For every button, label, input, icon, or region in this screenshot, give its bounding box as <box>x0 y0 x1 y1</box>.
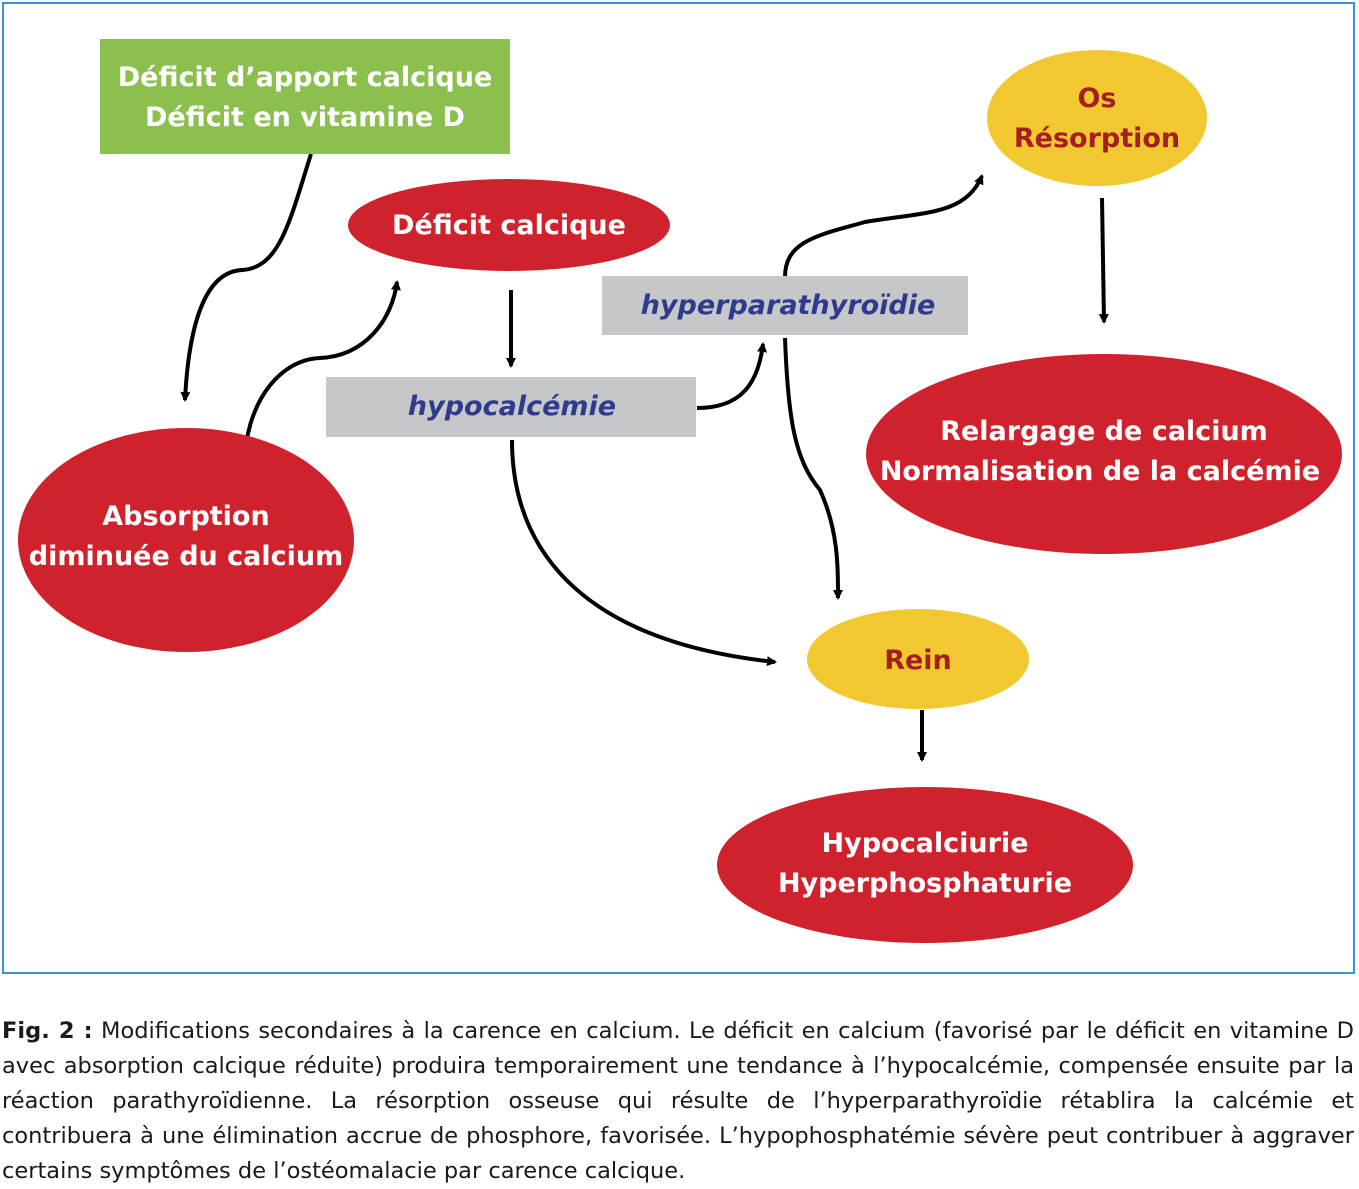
node-absorption-line2: diminuée du calcium <box>29 541 343 572</box>
diagram-frame <box>2 2 1355 974</box>
node-absorption-line1: Absorption <box>102 501 269 532</box>
figure-caption-text: Modifications secondaires à la carence e… <box>2 1018 1354 1184</box>
label-hyperparathyroidie-box <box>602 276 968 335</box>
node-rein-shape <box>807 609 1029 709</box>
node-os-line1: Os <box>1077 83 1116 114</box>
arrow-hyperparathyroidie-to-rein <box>783 337 843 600</box>
node-absorption: Absorption diminuée du calcium <box>18 428 354 652</box>
figure-caption: Fig. 2 : Modifications secondaires à la … <box>2 1014 1354 1189</box>
node-os: Os Résorption <box>987 50 1207 186</box>
arrow-absorption-to-deficit <box>243 280 401 463</box>
node-relargage: Relargage de calcium Normalisation de la… <box>866 354 1342 554</box>
node-cause: Déficit d’apport calcique Déficit en vit… <box>100 39 510 154</box>
node-hypocalciurie: Hypocalciurie Hyperphosphaturie <box>717 787 1133 943</box>
node-deficit-calcique: Déficit calcique <box>348 179 670 271</box>
node-absorption-shape <box>18 428 354 652</box>
node-deficit-calcique-label: Déficit calcique <box>392 210 626 241</box>
label-hypocalcemie: hypocalcémie <box>326 377 696 437</box>
node-rein: Rein <box>807 609 1029 709</box>
node-cause-line1: Déficit d’apport calcique <box>118 62 493 93</box>
node-hypocalciurie-shape <box>717 787 1133 943</box>
node-hypocalciurie-line2: Hyperphosphaturie <box>778 868 1072 899</box>
label-hyperparathyroidie: hyperparathyroïdie <box>602 276 968 335</box>
label-hyperparathyroidie-text: hyperparathyroïdie <box>641 290 936 321</box>
figure-caption-label: Fig. 2 : <box>2 1018 93 1044</box>
node-cause-box <box>100 39 510 154</box>
node-os-shape <box>987 50 1207 186</box>
connectors <box>180 153 1109 762</box>
node-deficit-calcique-shape <box>348 179 670 271</box>
arrow-cause-to-absorption <box>180 153 313 402</box>
arrow-os-to-relargage <box>1098 197 1109 324</box>
arrow-hypocalcemie-to-hyperparathyroidie <box>696 342 767 410</box>
node-relargage-line2: Normalisation de la calcémie <box>880 456 1320 487</box>
node-hypocalciurie-line1: Hypocalciurie <box>822 828 1029 859</box>
arrow-hypocalcemie-to-rein <box>510 439 777 667</box>
node-relargage-line1: Relargage de calcium <box>940 416 1268 447</box>
node-os-line2: Résorption <box>1014 123 1180 154</box>
node-rein-label: Rein <box>884 645 952 676</box>
label-hypocalcemie-box <box>326 377 696 437</box>
diagram: Déficit d’apport calcique Déficit en vit… <box>18 39 1342 943</box>
label-hypocalcemie-text: hypocalcémie <box>408 391 616 422</box>
node-relargage-shape <box>866 354 1342 554</box>
node-cause-line2: Déficit en vitamine D <box>145 102 465 133</box>
arrow-hyperparathyroidie-to-os <box>783 174 984 278</box>
